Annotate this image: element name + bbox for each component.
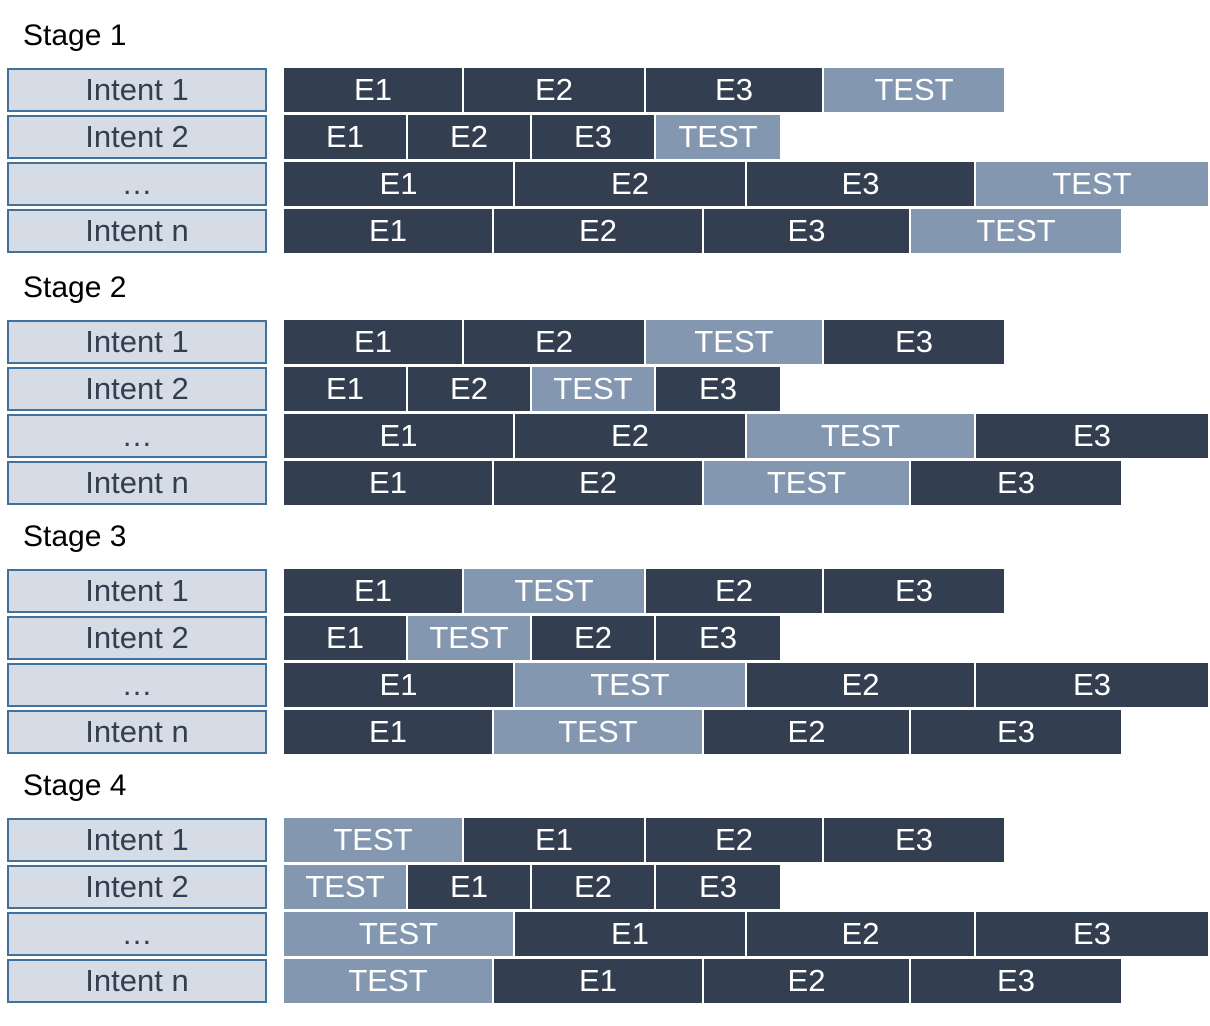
epoch-segment: E2 — [747, 663, 974, 707]
epoch-segment: E2 — [532, 865, 654, 909]
intent-label: Intent n — [7, 209, 267, 253]
epoch-segment: E1 — [515, 912, 745, 956]
intent-label: … — [7, 162, 267, 206]
intent-label: Intent 1 — [7, 320, 267, 364]
epoch-segment: E2 — [704, 959, 909, 1003]
epoch-segment: E3 — [704, 209, 909, 253]
test-segment: TEST — [284, 865, 406, 909]
epoch-segment: E2 — [532, 616, 654, 660]
test-segment: TEST — [515, 663, 745, 707]
epoch-segment: E3 — [976, 414, 1208, 458]
test-segment: TEST — [656, 115, 780, 159]
stage-title: Stage 2 — [23, 271, 127, 304]
epoch-segment: E3 — [824, 569, 1004, 613]
intent-label: Intent n — [7, 710, 267, 754]
epoch-segment: E2 — [408, 367, 530, 411]
test-segment: TEST — [646, 320, 822, 364]
epoch-segment: E3 — [656, 616, 780, 660]
epoch-segment: E1 — [284, 162, 513, 206]
epoch-segment: E2 — [704, 710, 909, 754]
epoch-segment: E3 — [911, 710, 1121, 754]
epoch-segment: E3 — [532, 115, 654, 159]
epoch-segment: E2 — [408, 115, 530, 159]
test-segment: TEST — [408, 616, 530, 660]
intent-label: Intent 2 — [7, 616, 267, 660]
epoch-segment: E1 — [464, 818, 644, 862]
epoch-segment: E1 — [408, 865, 530, 909]
epoch-segment: E1 — [284, 115, 406, 159]
epoch-segment: E2 — [646, 818, 822, 862]
epoch-segment: E2 — [464, 320, 644, 364]
epoch-segment: E1 — [284, 663, 513, 707]
epoch-segment: E3 — [646, 68, 822, 112]
epoch-segment: E1 — [284, 320, 462, 364]
epoch-segment: E2 — [646, 569, 822, 613]
intent-label: Intent 2 — [7, 367, 267, 411]
test-segment: TEST — [284, 959, 492, 1003]
epoch-segment: E1 — [284, 414, 513, 458]
epoch-segment: E2 — [515, 162, 745, 206]
stage-title: Stage 3 — [23, 520, 127, 553]
intent-label: Intent n — [7, 959, 267, 1003]
epoch-segment: E3 — [656, 367, 780, 411]
test-segment: TEST — [704, 461, 909, 505]
intent-label: … — [7, 663, 267, 707]
epoch-segment: E3 — [824, 818, 1004, 862]
epoch-segment: E1 — [284, 569, 462, 613]
intent-label: … — [7, 414, 267, 458]
epoch-segment: E3 — [911, 959, 1121, 1003]
test-segment: TEST — [747, 414, 974, 458]
epoch-segment: E2 — [494, 209, 702, 253]
test-segment: TEST — [976, 162, 1208, 206]
epoch-segment: E1 — [284, 367, 406, 411]
test-segment: TEST — [532, 367, 654, 411]
intent-label: … — [7, 912, 267, 956]
epoch-segment: E1 — [284, 616, 406, 660]
intent-label: Intent 2 — [7, 865, 267, 909]
intent-label: Intent n — [7, 461, 267, 505]
epoch-segment: E1 — [494, 959, 702, 1003]
epoch-segment: E3 — [824, 320, 1004, 364]
epoch-segment: E2 — [515, 414, 745, 458]
test-segment: TEST — [284, 818, 462, 862]
epoch-segment: E2 — [747, 912, 974, 956]
epoch-segment: E2 — [464, 68, 644, 112]
epoch-segment: E3 — [747, 162, 974, 206]
stage-title: Stage 1 — [23, 19, 127, 52]
test-segment: TEST — [464, 569, 644, 613]
epoch-segment: E2 — [494, 461, 702, 505]
epoch-segment: E3 — [656, 865, 780, 909]
intent-label: Intent 2 — [7, 115, 267, 159]
intent-label: Intent 1 — [7, 569, 267, 613]
stage-title: Stage 4 — [23, 769, 127, 802]
test-segment: TEST — [494, 710, 702, 754]
epoch-segment: E3 — [976, 663, 1208, 707]
epoch-segment: E1 — [284, 68, 462, 112]
epoch-segment: E3 — [976, 912, 1208, 956]
intent-label: Intent 1 — [7, 68, 267, 112]
intent-label: Intent 1 — [7, 818, 267, 862]
test-segment: TEST — [824, 68, 1004, 112]
epoch-segment: E3 — [911, 461, 1121, 505]
test-segment: TEST — [284, 912, 513, 956]
test-segment: TEST — [911, 209, 1121, 253]
epoch-segment: E1 — [284, 461, 492, 505]
epoch-segment: E1 — [284, 710, 492, 754]
epoch-segment: E1 — [284, 209, 492, 253]
